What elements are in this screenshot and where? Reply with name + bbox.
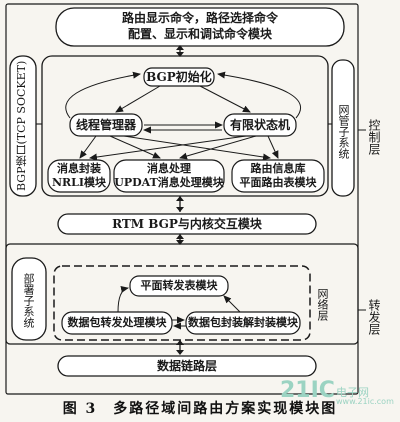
bgp-init-label: BGP初始化 bbox=[146, 70, 212, 84]
msg-proc-box bbox=[113, 159, 225, 193]
network-frame bbox=[53, 265, 311, 341]
msg-proc-line2: UPDAT消息处理模块 bbox=[114, 176, 224, 189]
route-db-line1: 路由信息库 bbox=[250, 162, 306, 175]
rtm-label: RTM BGP与内核交互模块 bbox=[112, 217, 262, 231]
route-db-line2: 平面路由表模块 bbox=[239, 176, 317, 189]
packet-encap-box bbox=[185, 311, 301, 335]
socket-box bbox=[9, 55, 37, 197]
figure-caption: 图 3 多路径域间路由方案实现模块图 bbox=[62, 401, 338, 417]
datalink-box bbox=[57, 355, 317, 377]
datalink-label: 数据链路层 bbox=[156, 359, 217, 373]
forwarding-frame bbox=[5, 243, 359, 345]
bgp-socket-label: BGP接口(TCP SOCKET) bbox=[15, 60, 28, 192]
network-layer-label: 网络层 bbox=[316, 287, 329, 321]
packet-fwd-label: 数据包转发处理模块 bbox=[67, 316, 167, 329]
msg-encap-line1: 消息封装 bbox=[57, 162, 101, 175]
control-frame bbox=[41, 55, 329, 197]
packet-fwd-box bbox=[61, 311, 173, 335]
packet-encap-label: 数据包封装解封装模块 bbox=[188, 316, 298, 329]
thread-manager-label: 线程管理器 bbox=[75, 118, 136, 132]
deploy-box bbox=[11, 257, 47, 341]
nms-box bbox=[331, 59, 355, 197]
watermark-url: www.21ic.com bbox=[336, 397, 394, 406]
forwarding-layer-label: 转发层 bbox=[367, 299, 381, 335]
bgp-init-box bbox=[143, 67, 215, 87]
thread-manager-box bbox=[69, 113, 143, 137]
msg-encap-box bbox=[47, 159, 111, 193]
flat-forwarding-box bbox=[129, 275, 229, 297]
msg-encap-line2: NRLI模块 bbox=[51, 176, 107, 189]
command-module-box bbox=[55, 7, 345, 47]
nms-subsystem-label: 网管子系统 bbox=[337, 103, 350, 159]
outer-frame bbox=[5, 3, 359, 395]
flat-forwarding-label: 平面转发表模块 bbox=[140, 279, 218, 292]
command-module-line2: 配置、显示和调试命令模块 bbox=[127, 27, 272, 41]
rtm-box bbox=[57, 213, 317, 235]
watermark-logo: 21IC bbox=[280, 378, 335, 403]
command-module-line1: 路由显示命令，路径选择命令 bbox=[121, 11, 278, 25]
route-db-box bbox=[231, 159, 325, 193]
control-layer-label: 控制层 bbox=[367, 119, 381, 155]
deploy-subsystem-label: 部署子系统 bbox=[22, 272, 35, 328]
fsm-label: 有限状态机 bbox=[229, 118, 290, 132]
fsm-box bbox=[223, 113, 297, 137]
msg-proc-line1: 消息处理 bbox=[147, 162, 191, 175]
watermark-cn: 电子网 bbox=[336, 386, 369, 399]
